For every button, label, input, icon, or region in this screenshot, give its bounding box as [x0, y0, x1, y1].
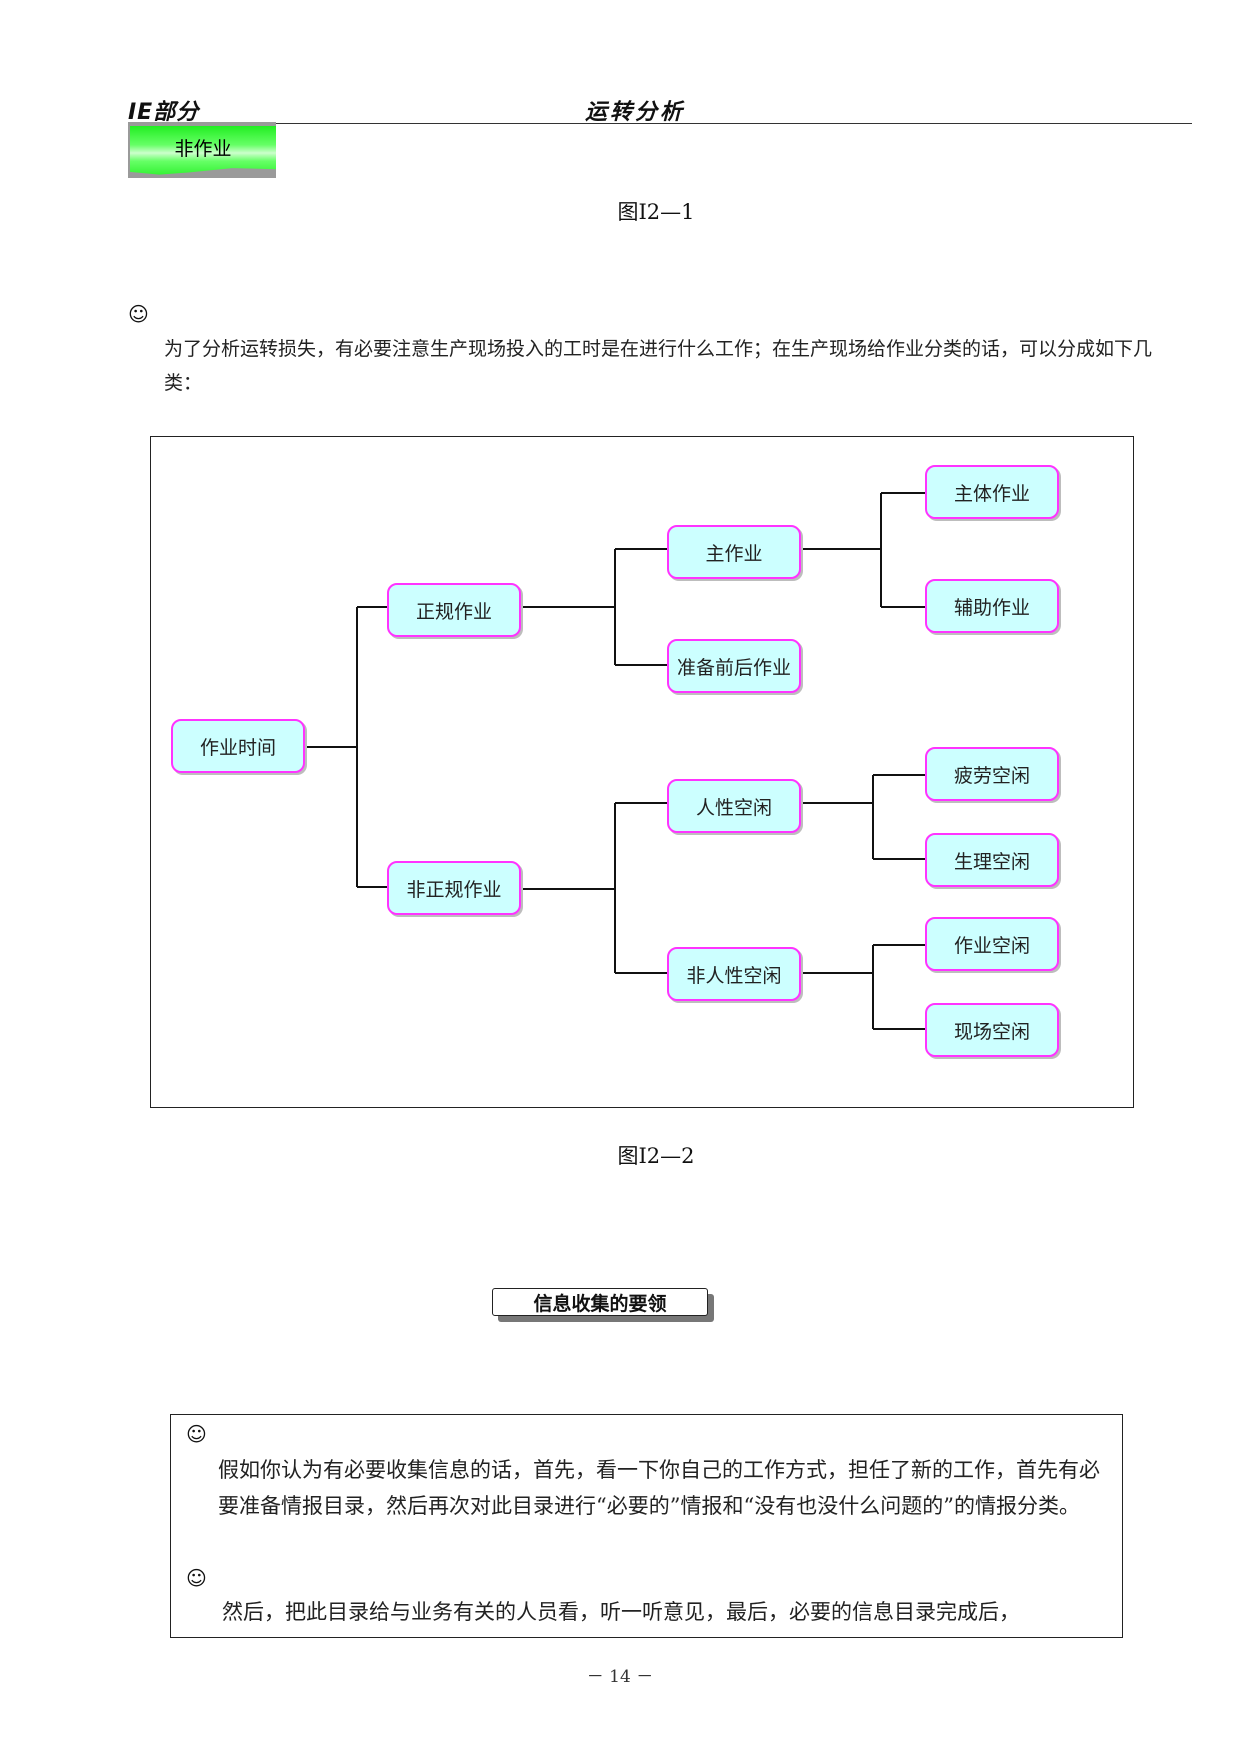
intro-paragraph: 为了分析运转损失，有必要注意生产现场投入的工时是在进行什么工作；在生产现场给作业… — [164, 338, 1153, 394]
header-rule — [272, 123, 1192, 124]
section-heading: 信息收集的要领 — [492, 1288, 708, 1316]
info-paragraph-1: 假如你认为有必要收集信息的话，首先，看一下你自己的工作方式，担任了新的工作，首先… — [218, 1458, 1100, 1518]
node-auxiliary-work: 辅助作业 — [925, 579, 1059, 633]
node-irregular-work: 非正规作业 — [387, 861, 521, 915]
node-site-idle: 现场空闲 — [925, 1003, 1059, 1057]
node-work-time: 作业时间 — [171, 719, 305, 773]
node-regular-work: 正规作业 — [387, 583, 521, 637]
node-main-body-work: 主体作业 — [925, 465, 1059, 519]
smile-icon: ☺ — [128, 302, 149, 326]
header-left-title: IE部分 — [128, 100, 200, 125]
page-number: － 14 － — [586, 1667, 654, 1687]
section-tag-banner — [130, 126, 276, 175]
node-main-work: 主作业 — [667, 525, 801, 579]
node-non-human-idle: 非人性空闲 — [667, 947, 801, 1001]
section-tag-label: 非作业 — [174, 138, 232, 160]
node-prep-work: 准备前后作业 — [667, 639, 801, 693]
figure2-caption: 图I2—2 — [617, 1144, 695, 1168]
smile-icon: ☺ — [186, 1566, 207, 1590]
info-collection-box — [170, 1414, 1123, 1638]
diagram-connector-lines — [305, 492, 925, 1030]
header-center-title: 运转分析 — [585, 100, 686, 125]
figure1-caption: 图I2—1 — [617, 200, 695, 224]
info-paragraph-2: 然后，把此目录给与业务有关的人员看，听一听意见，最后，必要的信息目录完成后， — [222, 1600, 1020, 1624]
node-work-idle: 作业空闲 — [925, 917, 1059, 971]
work-time-classification-diagram: 作业时间 正规作业 非正规作业 主作业 准备前后作业 主体作业 辅助作业 人性空… — [150, 436, 1134, 1108]
node-physiological-idle: 生理空闲 — [925, 833, 1059, 887]
node-fatigue-idle: 疲劳空闲 — [925, 747, 1059, 801]
node-human-idle: 人性空闲 — [667, 779, 801, 833]
smile-icon: ☺ — [186, 1422, 207, 1446]
